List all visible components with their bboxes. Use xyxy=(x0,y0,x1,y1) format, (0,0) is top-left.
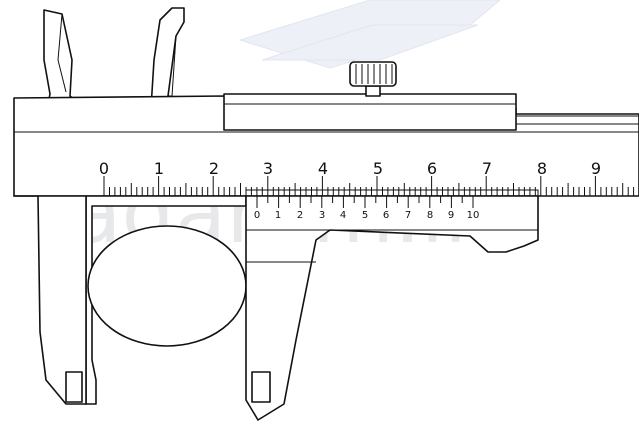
measured-object xyxy=(87,225,247,347)
main-scale-label-6: 6 xyxy=(427,159,437,178)
vernier-label-4: 4 xyxy=(340,210,346,221)
vernier-label-2: 2 xyxy=(297,210,303,221)
vernier-label-1: 1 xyxy=(275,210,281,221)
vernier-label-5: 5 xyxy=(362,210,368,221)
main-scale-label-4: 4 xyxy=(318,159,328,178)
vernier-scale-labels: 0 1 2 3 4 5 6 7 8 9 10 xyxy=(254,210,480,221)
main-scale-ticks xyxy=(103,176,635,196)
main-scale-label-8: 8 xyxy=(537,159,547,178)
main-scale-label-2: 2 xyxy=(209,159,219,178)
vernier-label-0: 0 xyxy=(254,210,260,221)
main-scale-label-7: 7 xyxy=(482,159,492,178)
vernier-label-7: 7 xyxy=(405,210,411,221)
fixed-jaw-tip xyxy=(65,371,83,403)
main-scale-label-1: 1 xyxy=(154,159,164,178)
vernier-scale-ticks xyxy=(256,196,474,208)
vernier-label-3: 3 xyxy=(319,210,325,221)
vernier-label-6: 6 xyxy=(383,210,389,221)
vernier-label-9: 9 xyxy=(448,210,454,221)
fixed-jaw-body xyxy=(13,195,87,405)
main-scale-label-0: 0 xyxy=(99,159,109,178)
vernier-slider xyxy=(245,195,539,421)
main-scale-label-5: 5 xyxy=(373,159,383,178)
main-scale-label-3: 3 xyxy=(263,159,273,178)
main-scale-labels: 0 1 2 3 4 5 6 7 8 9 xyxy=(99,159,601,178)
thumb-screw xyxy=(349,61,397,97)
watermark-laptop-logo xyxy=(238,0,501,69)
vernier-label-10: 10 xyxy=(467,210,480,221)
vernier-label-8: 8 xyxy=(427,210,433,221)
main-scale-label-9: 9 xyxy=(591,159,601,178)
movable-jaw-tip xyxy=(251,371,271,403)
